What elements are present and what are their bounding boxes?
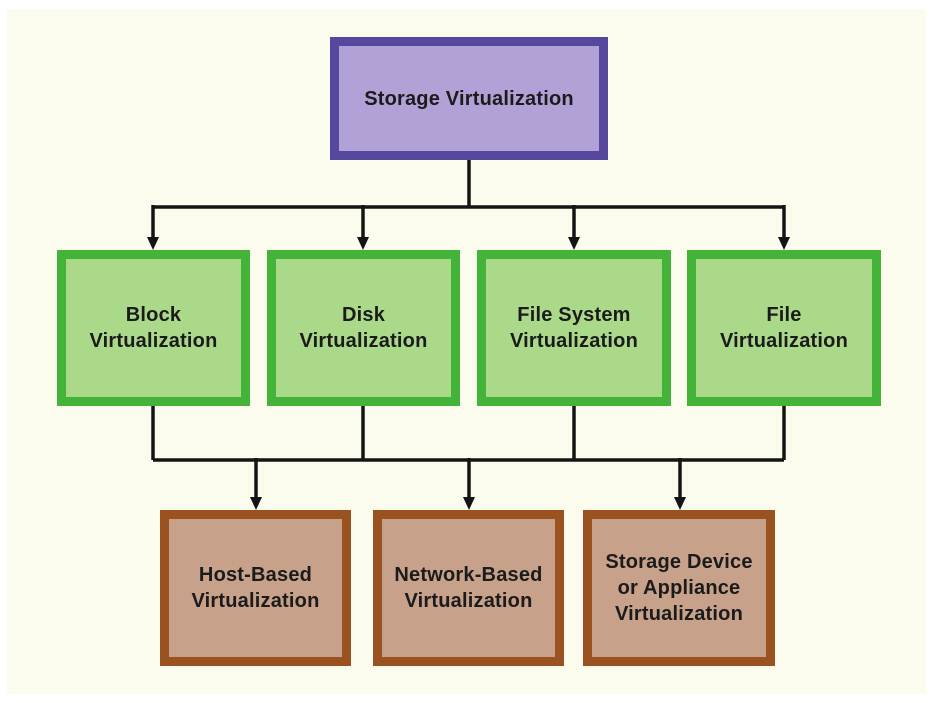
node-file-system-virtualization: File System Virtualization [477,250,671,406]
node-disk-virtualization-label: Disk Virtualization [299,304,428,352]
node-storage-device-virtualization-label: Storage Device or Appliance Virtualizati… [605,551,753,625]
node-disk-virtualization: Disk Virtualization [267,250,460,406]
node-host-based-virtualization: Host-Based Virtualization [160,510,351,666]
node-network-based-virtualization: Network-Based Virtualization [373,510,564,666]
node-block-virtualization: Block Virtualization [57,250,250,406]
node-network-based-virtualization-label: Network-Based Virtualization [394,564,543,612]
node-host-based-virtualization-label: Host-Based Virtualization [191,564,320,612]
node-file-virtualization: File Virtualization [687,250,881,406]
node-storage-virtualization-label: Storage Virtualization [364,87,574,110]
node-block-virtualization-label: Block Virtualization [89,304,218,352]
diagram-canvas: Storage Virtualization Block Virtualizat… [7,9,926,694]
node-storage-virtualization: Storage Virtualization [330,37,608,160]
node-storage-device-virtualization: Storage Device or Appliance Virtualizati… [583,510,775,666]
node-file-system-virtualization-label: File System Virtualization [509,304,638,352]
node-file-virtualization-label: File Virtualization [719,304,848,352]
